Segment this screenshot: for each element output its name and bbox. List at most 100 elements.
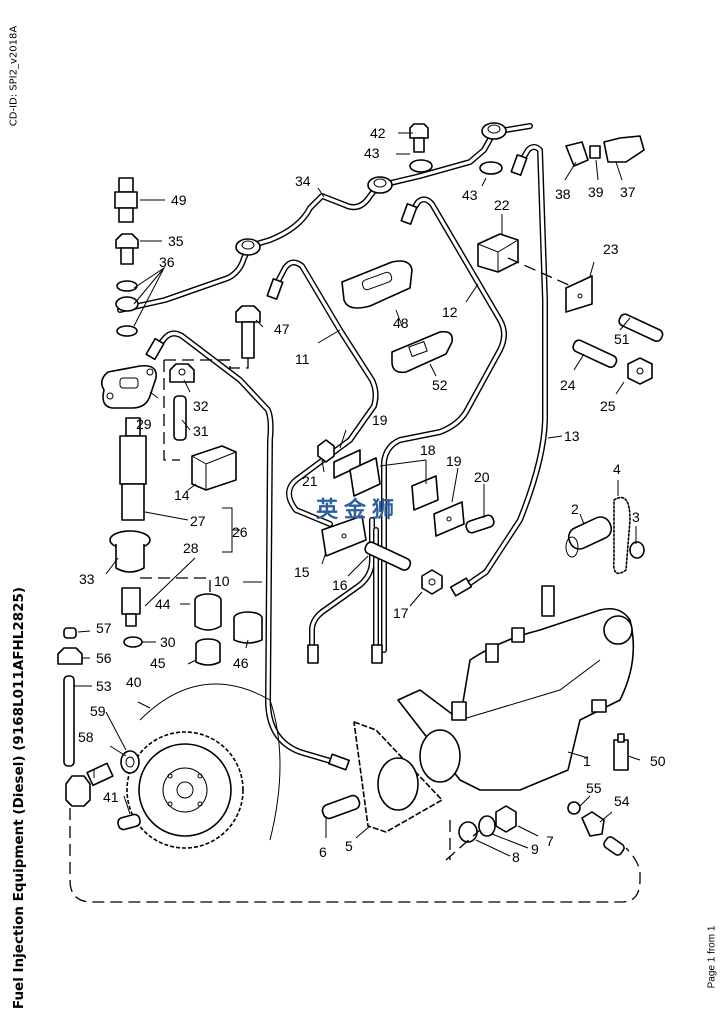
part-55-plug xyxy=(567,801,581,815)
fuel-pipe-13 xyxy=(457,144,548,593)
pipe-fittings xyxy=(145,154,528,771)
callout-4: 4 xyxy=(613,461,621,477)
callout-31: 31 xyxy=(193,423,209,439)
callout-39: 39 xyxy=(588,184,604,200)
part-53-rod xyxy=(63,675,75,767)
part-47-bolt xyxy=(210,305,261,369)
part-42-bolt xyxy=(409,123,429,153)
callout-19-upper: 19 xyxy=(372,412,388,428)
part-41-dowel xyxy=(117,813,141,831)
callout-34: 34 xyxy=(295,173,311,189)
part-3-plug xyxy=(629,541,645,559)
part-9-washer xyxy=(478,815,496,837)
callout-6: 6 xyxy=(319,844,327,860)
part-37-union xyxy=(603,135,645,163)
callout-53: 53 xyxy=(96,678,112,694)
callout-44: 44 xyxy=(155,596,171,612)
part-36-washers xyxy=(115,280,139,337)
part-32-nut xyxy=(169,363,195,383)
part-5-gasket xyxy=(353,721,443,833)
callout-11: 11 xyxy=(295,351,310,367)
part-15-plate xyxy=(321,515,367,557)
callout-38: 38 xyxy=(555,186,571,202)
part-38-nut xyxy=(565,141,589,167)
callout-18: 18 xyxy=(420,442,436,458)
callout-12: 12 xyxy=(442,304,458,320)
callout-13: 13 xyxy=(564,428,580,444)
part-40-gear xyxy=(126,683,281,849)
part-57-grub-screw xyxy=(63,627,77,639)
part-16-stud xyxy=(364,541,412,571)
callout-43-upper: 43 xyxy=(364,145,380,161)
callout-50: 50 xyxy=(650,753,666,769)
callout-41: 41 xyxy=(103,789,119,805)
callout-58: 58 xyxy=(78,729,94,745)
callout-2: 2 xyxy=(571,501,579,517)
callout-8: 8 xyxy=(512,849,520,865)
callout-32: 32 xyxy=(193,398,209,414)
part-50-switch xyxy=(613,733,629,771)
callout-5: 5 xyxy=(345,838,353,854)
assembly-boundary xyxy=(69,790,641,903)
callout-22: 22 xyxy=(494,197,510,213)
callout-52: 52 xyxy=(432,377,448,393)
part-58-bolt xyxy=(65,762,114,807)
callout-23: 23 xyxy=(603,241,619,257)
callout-54: 54 xyxy=(614,793,630,809)
callout-49: 49 xyxy=(171,192,187,208)
callout-45: 45 xyxy=(150,655,166,671)
part-18-clamp xyxy=(349,457,439,511)
part-7-nut xyxy=(495,805,517,833)
fuel-pipe-34 xyxy=(117,122,533,313)
dash-27-pipe xyxy=(140,577,211,598)
part-35-banjo-bolt xyxy=(115,233,139,265)
part-2-pin xyxy=(565,516,613,558)
dash-22-23 xyxy=(507,257,581,291)
part-45-seal xyxy=(195,638,221,666)
part-56-nut xyxy=(57,647,83,665)
part-25-nut xyxy=(627,357,653,385)
callout-40: 40 xyxy=(126,674,142,690)
fuel-pipe-11 xyxy=(273,259,379,527)
callout-30: 30 xyxy=(160,634,176,650)
part-20-screw xyxy=(465,514,495,534)
part-52-plate xyxy=(391,330,454,374)
callout-9: 9 xyxy=(531,841,539,857)
part-22-block xyxy=(477,233,519,273)
part-21-nut xyxy=(317,439,335,463)
pump-drive-hub xyxy=(419,729,461,783)
callout-43-lower: 43 xyxy=(462,187,478,203)
callout-29: 29 xyxy=(136,416,152,432)
part-59-washer xyxy=(120,750,140,774)
bracket-31-32 xyxy=(163,359,231,461)
part-49-union xyxy=(114,177,138,223)
callout-51: 51 xyxy=(614,331,630,347)
callout-16: 16 xyxy=(332,577,348,593)
callout-46: 46 xyxy=(233,655,249,671)
callout-35: 35 xyxy=(168,233,184,249)
dash-pump-fixings xyxy=(445,820,481,861)
callout-labels: 1 2 3 4 5 6 7 8 9 10 11 12 13 14 15 16 1… xyxy=(78,125,666,865)
part-51-stud xyxy=(618,313,664,343)
part-28-nozzle xyxy=(121,587,141,627)
callout-27: 27 xyxy=(190,513,206,529)
callout-36: 36 xyxy=(159,254,175,270)
part-24-stud xyxy=(572,339,618,369)
callout-21: 21 xyxy=(302,473,318,489)
callout-42: 42 xyxy=(370,125,386,141)
callout-19-lower: 19 xyxy=(446,453,462,469)
part-14-clamp-block xyxy=(191,445,237,491)
callout-56: 56 xyxy=(96,650,112,666)
part-6-stud xyxy=(321,794,361,820)
part-8-washer xyxy=(458,821,478,843)
callout-55: 55 xyxy=(586,780,602,796)
callout-33: 33 xyxy=(79,571,95,587)
part-4-gasket xyxy=(612,496,631,575)
callout-48: 48 xyxy=(393,315,409,331)
part-17-nut xyxy=(421,569,443,595)
callout-17: 17 xyxy=(393,605,409,621)
callout-26: 26 xyxy=(232,524,248,540)
callout-20: 20 xyxy=(474,469,490,485)
part-31-stud xyxy=(173,395,187,441)
